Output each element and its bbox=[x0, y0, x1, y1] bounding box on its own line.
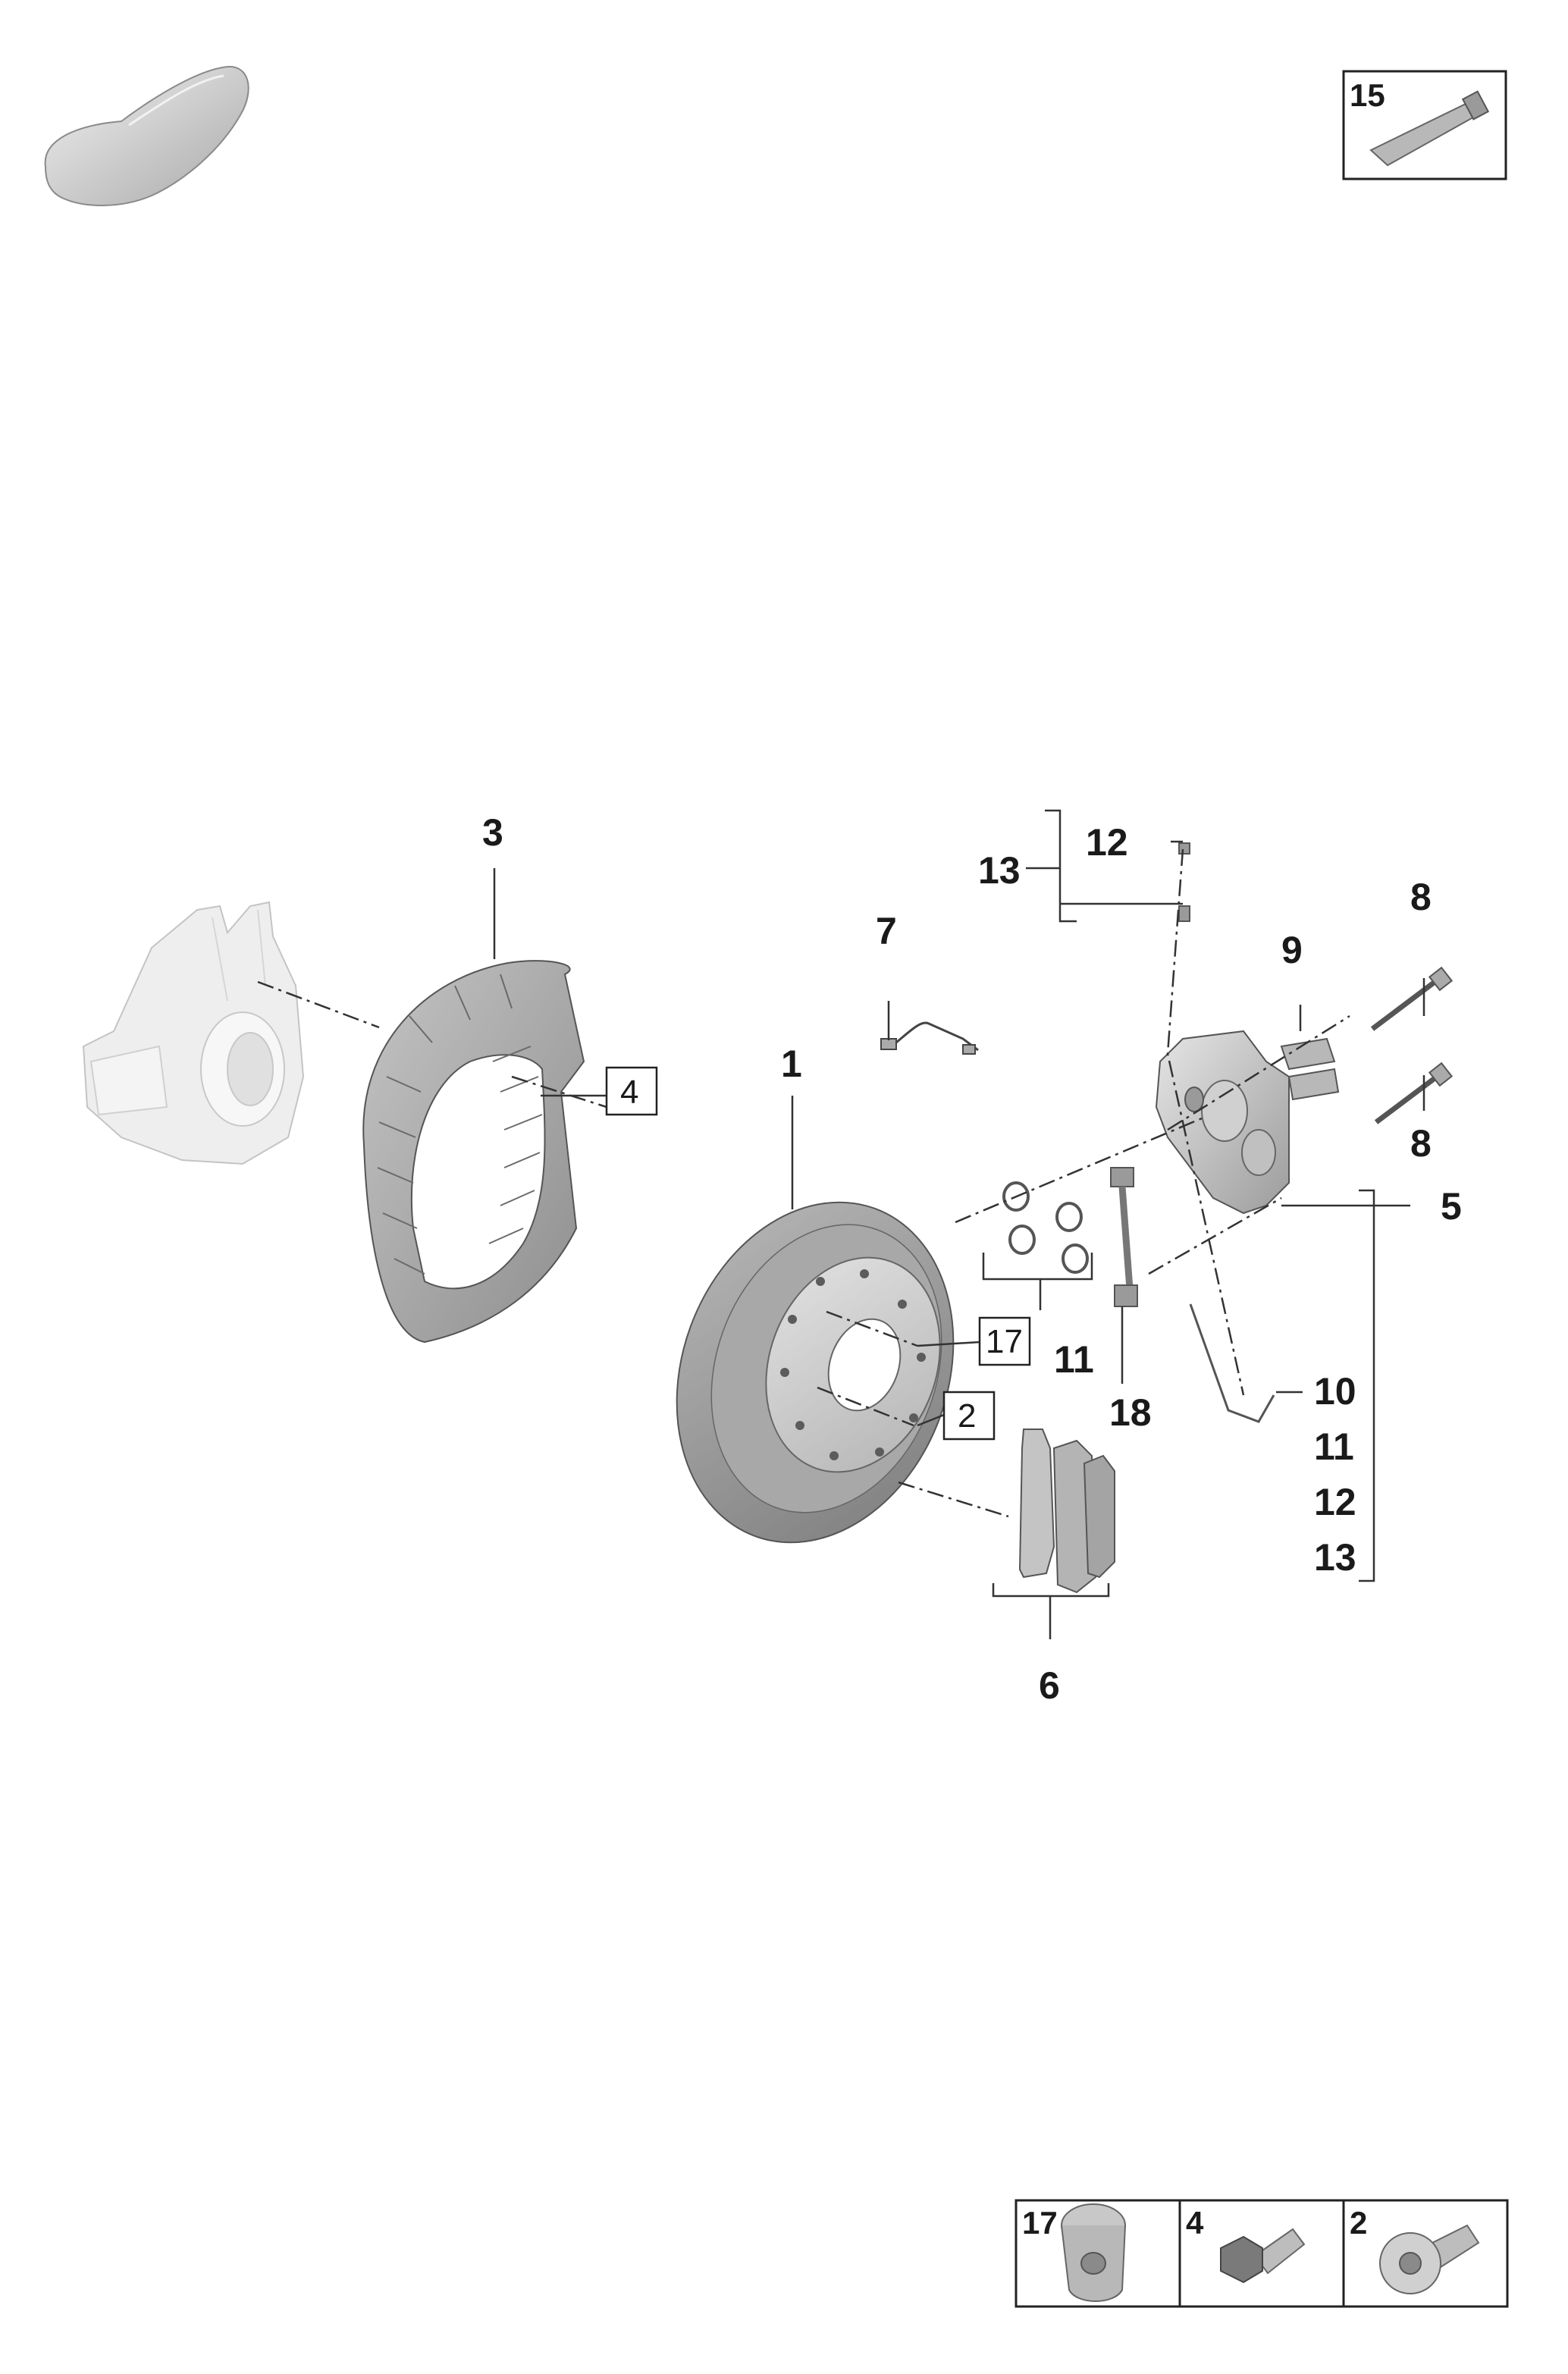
inset-box-15: 15 bbox=[1342, 70, 1507, 180]
callout-11-kit: 11 bbox=[1314, 1425, 1354, 1468]
grease-tube-icon bbox=[1369, 90, 1490, 167]
inset-label-17: 17 bbox=[1022, 2205, 1058, 2241]
assembly-lines bbox=[257, 848, 1350, 1518]
brake-disc bbox=[676, 1201, 955, 1544]
boxed-callout-4: 4 bbox=[605, 1066, 658, 1116]
callout-3: 3 bbox=[482, 811, 503, 854]
callout-12-kit: 12 bbox=[1314, 1481, 1356, 1523]
callout-18: 18 bbox=[1109, 1391, 1152, 1434]
callout-4: 4 bbox=[620, 1074, 638, 1111]
brake-caliper bbox=[1155, 1030, 1290, 1215]
callout-6: 6 bbox=[1039, 1664, 1060, 1707]
callout-8-upper: 8 bbox=[1410, 876, 1432, 918]
callout-1: 1 bbox=[781, 1043, 802, 1085]
car-silhouette-icon bbox=[44, 65, 249, 206]
callout-2: 2 bbox=[958, 1397, 976, 1435]
wheel-carrier bbox=[82, 901, 305, 1165]
callout-11-seals: 11 bbox=[1054, 1338, 1094, 1381]
bleeder-cap bbox=[1178, 842, 1190, 922]
callout-13-kit: 13 bbox=[1314, 1536, 1356, 1579]
spring-clip bbox=[1280, 1037, 1340, 1101]
callout-8-lower: 8 bbox=[1410, 1122, 1432, 1165]
callout-13-top: 13 bbox=[978, 849, 1021, 892]
guide-bolt-lower bbox=[1374, 1062, 1454, 1124]
callout-17: 17 bbox=[986, 1323, 1023, 1360]
inset-label-4: 4 bbox=[1186, 2205, 1204, 2241]
threaded-plug-icon bbox=[1061, 2203, 1126, 2302]
bridge-pipe bbox=[1110, 1167, 1138, 1307]
hex-bolt-icon bbox=[1220, 2228, 1306, 2284]
leader-lines bbox=[493, 809, 1425, 1639]
boxed-callout-17: 17 bbox=[978, 1316, 1031, 1366]
wear-sensor bbox=[880, 1021, 979, 1055]
callout-12-top: 12 bbox=[1086, 821, 1128, 864]
seal-rings bbox=[1002, 1181, 1089, 1274]
brake-pads bbox=[1018, 1428, 1115, 1594]
inset-label-2: 2 bbox=[1350, 2205, 1367, 2241]
callout-7: 7 bbox=[876, 910, 897, 952]
inset-box-bottom: 17 4 2 bbox=[1014, 2199, 1509, 2308]
inset-label-15: 15 bbox=[1350, 77, 1385, 113]
callout-10: 10 bbox=[1314, 1370, 1356, 1413]
callout-5: 5 bbox=[1441, 1185, 1462, 1228]
guide-bolt-upper bbox=[1370, 966, 1454, 1031]
brake-line bbox=[1189, 1303, 1275, 1423]
torx-bolt-icon bbox=[1379, 2224, 1480, 2294]
brake-shield bbox=[362, 960, 585, 1344]
callout-9: 9 bbox=[1281, 929, 1303, 971]
boxed-callout-2: 2 bbox=[942, 1391, 996, 1441]
